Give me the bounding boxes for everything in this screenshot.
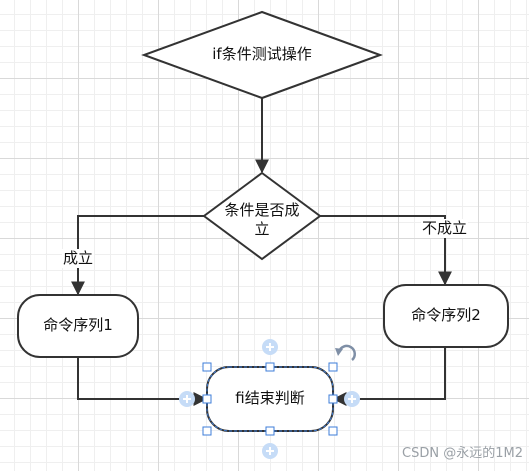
arrow-seq1-to-end[interactable] xyxy=(77,357,208,406)
seq2-label: 命令序列2 xyxy=(411,306,481,324)
resize-handle-nw[interactable] xyxy=(202,362,212,372)
resize-handle-e[interactable] xyxy=(328,394,338,404)
connect-plus-left-icon[interactable] xyxy=(179,391,195,407)
edge-label-yes: 成立 xyxy=(62,249,95,268)
resize-handle-s[interactable] xyxy=(265,426,275,436)
resize-handle-w[interactable] xyxy=(202,394,212,404)
resize-handle-se[interactable] xyxy=(328,426,338,436)
arrow-no-branch[interactable] xyxy=(320,215,452,286)
rotate-handle-icon[interactable] xyxy=(335,344,356,361)
watermark: CSDN @永远的1M2 xyxy=(402,446,523,461)
connect-plus-right-icon[interactable] xyxy=(344,391,360,407)
resize-handle-sw[interactable] xyxy=(202,426,212,436)
arrow-yes-branch[interactable] xyxy=(71,215,204,296)
seq1-label: 命令序列1 xyxy=(43,316,113,334)
edge-label-no: 不成立 xyxy=(421,219,469,238)
connect-plus-bottom-icon[interactable] xyxy=(262,443,278,459)
arrow-seq2-to-end[interactable] xyxy=(332,347,446,406)
decision-label-line1: 条件是否成 xyxy=(224,201,300,219)
resize-handle-n[interactable] xyxy=(265,362,275,372)
start-label: if条件测试操作 xyxy=(212,45,312,63)
end-label: fi结束判断 xyxy=(235,389,305,407)
connect-plus-top-icon[interactable] xyxy=(262,339,278,355)
selection-handles[interactable] xyxy=(202,362,338,436)
resize-handle-ne[interactable] xyxy=(328,362,338,372)
decision-label: 条件是否成 立 xyxy=(212,201,312,239)
decision-diamond[interactable] xyxy=(202,171,322,261)
decision-label-line2: 立 xyxy=(254,219,270,238)
